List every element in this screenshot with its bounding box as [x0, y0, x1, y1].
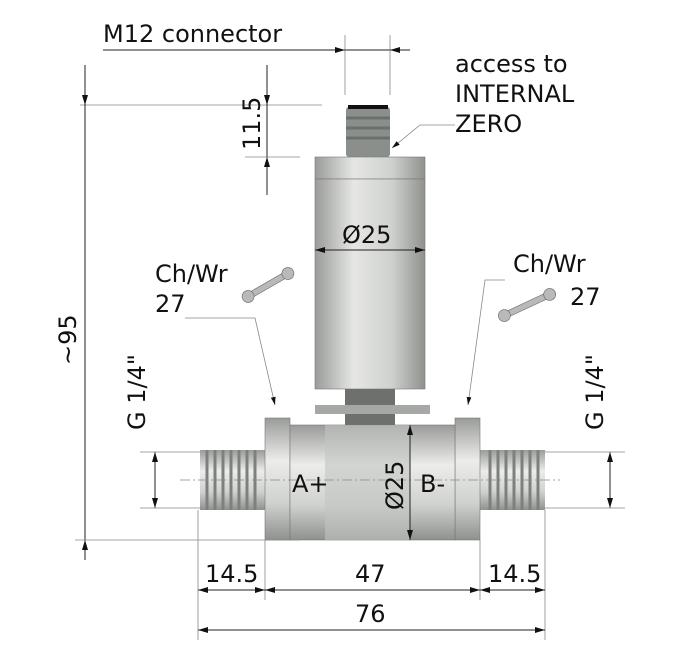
dim-center: 47: [355, 560, 386, 588]
wrench-left-label-1: Ch/Wr: [155, 260, 228, 288]
dim-block-diameter: Ø25: [381, 461, 409, 510]
port-a-label: A+: [292, 470, 329, 498]
dim-left-port: 14.5: [205, 560, 258, 588]
connector-label: M12 connector: [103, 20, 282, 48]
wrench-left-label-2: 27: [155, 290, 186, 318]
wrench-right-label-1: Ch/Wr: [513, 250, 586, 278]
thread-left-label: G 1/4": [123, 354, 151, 430]
access-label-1: access to: [455, 50, 568, 78]
hex-nut-right: [454, 417, 481, 541]
access-label-3: ZERO: [455, 110, 522, 138]
dim-body-diameter: Ø25: [342, 221, 391, 249]
wrench-icon: [498, 288, 556, 322]
dim-right-port: 14.5: [488, 560, 541, 588]
thread-right-label: G 1/4": [581, 354, 609, 430]
dim-connector-height: 11.5: [238, 97, 266, 150]
dim-total-length: 76: [355, 600, 386, 628]
port-b-label: B-: [420, 470, 445, 498]
sensor-body: [314, 156, 430, 429]
access-label-2: INTERNAL: [455, 80, 575, 108]
m12-connector: [346, 105, 390, 157]
hex-nut-left: [264, 417, 291, 541]
dim-total-height: ~95: [54, 314, 82, 365]
wrench-icon: [241, 267, 295, 303]
wrench-right-label-2: 27: [570, 283, 601, 311]
dimension-lines: [75, 35, 625, 640]
